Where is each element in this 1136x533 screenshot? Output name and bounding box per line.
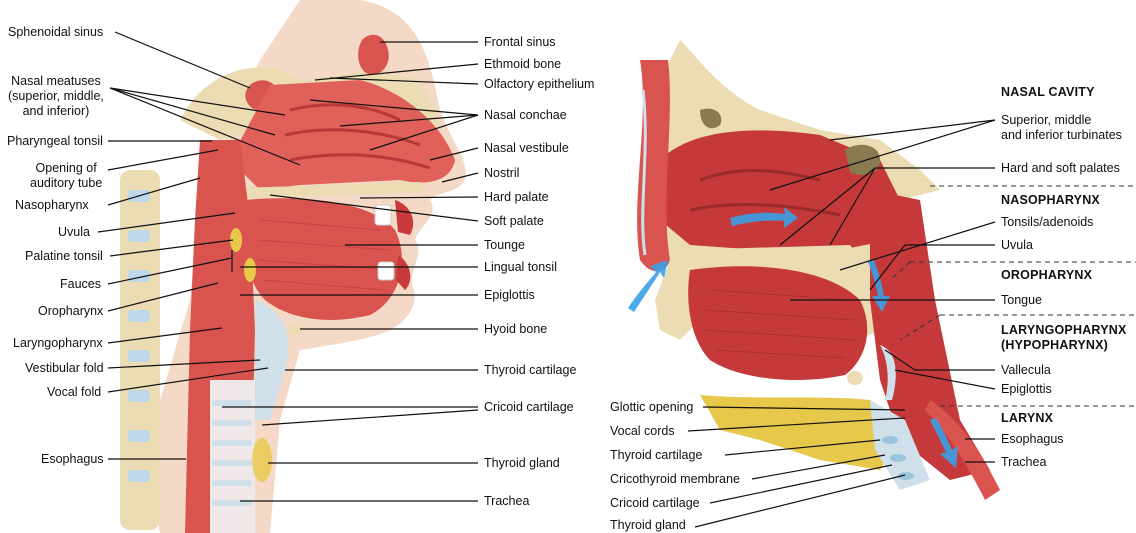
label-epiglottis-left: Epiglottis: [484, 288, 535, 303]
label-esophagus-right: Esophagus: [1001, 432, 1064, 447]
label-sphenoidal-sinus: Sphenoidal sinus: [8, 25, 103, 40]
label-nasal-meatuses: Nasal meatuses (superior, middle, and in…: [8, 74, 104, 119]
label-nasal-vestibule: Nasal vestibule: [484, 141, 569, 156]
label-oropharynx-left: Oropharynx: [38, 304, 103, 319]
label-epiglottis-right: Epiglottis: [1001, 382, 1052, 397]
label-hard-palate: Hard palate: [484, 190, 549, 205]
thyroid-gland-shape: [252, 438, 272, 482]
label-thyroid-gland-right: Thyroid gland: [610, 518, 686, 533]
label-cricothyroid-membrane: Cricothyroid membrane: [610, 472, 740, 487]
label-cricoid-cartilage-left: Cricoid cartilage: [484, 400, 574, 415]
label-trachea-left: Trachea: [484, 494, 529, 509]
label-nasopharynx-left: Nasopharynx: [15, 198, 89, 213]
label-uvula-right: Uvula: [1001, 238, 1033, 253]
label-opening-auditory-tube: Opening of auditory tube: [30, 161, 102, 191]
label-ethmoid-bone: Ethmoid bone: [484, 57, 561, 72]
label-lingual-tonsil: Lingual tonsil: [484, 260, 557, 275]
label-vallecula: Vallecula: [1001, 363, 1051, 378]
region-nasopharynx: NASOPHARYNX: [1001, 193, 1100, 208]
region-oropharynx: OROPHARYNX: [1001, 268, 1092, 283]
region-nasal-cavity: NASAL CAVITY: [1001, 85, 1095, 100]
label-pharyngeal-tonsil: Pharyngeal tonsil: [7, 134, 103, 149]
label-turbinates: Superior, middle and inferior turbinates: [1001, 113, 1122, 143]
label-tongue-right: Tongue: [1001, 293, 1042, 308]
label-cricoid-cartilage-right: Cricoid cartilage: [610, 496, 700, 511]
label-nostril: Nostril: [484, 166, 519, 181]
label-vocal-fold: Vocal fold: [47, 385, 101, 400]
label-laryngopharynx-left: Laryngopharynx: [13, 336, 103, 351]
label-glottic-opening: Glottic opening: [610, 400, 693, 415]
label-hyoid-bone: Hyoid bone: [484, 322, 547, 337]
label-tonsils-adenoids: Tonsils/adenoids: [1001, 215, 1093, 230]
label-olfactory-epithelium: Olfactory epithelium: [484, 77, 594, 92]
label-trachea-right: Trachea: [1001, 455, 1046, 470]
label-thyroid-gland-left: Thyroid gland: [484, 456, 560, 471]
label-tongue-left: Tounge: [484, 238, 525, 253]
label-frontal-sinus: Frontal sinus: [484, 35, 556, 50]
label-soft-palate: Soft palate: [484, 214, 544, 229]
region-laryngopharynx: LARYNGOPHARYNX (HYPOPHARYNX): [1001, 323, 1127, 353]
label-nasal-conchae: Nasal conchae: [484, 108, 567, 123]
label-fauces: Fauces: [60, 277, 101, 292]
label-palatine-tonsil: Palatine tonsil: [25, 249, 103, 264]
label-esophagus-left: Esophagus: [41, 452, 104, 467]
label-vocal-cords: Vocal cords: [610, 424, 675, 439]
region-larynx: LARYNX: [1001, 411, 1053, 426]
label-thyroid-cartilage-right: Thyroid cartilage: [610, 448, 702, 463]
label-thyroid-cartilage-left: Thyroid cartilage: [484, 363, 576, 378]
label-uvula-left: Uvula: [58, 225, 90, 240]
label-vestibular-fold: Vestibular fold: [25, 361, 104, 376]
label-palates: Hard and soft palates: [1001, 161, 1120, 176]
